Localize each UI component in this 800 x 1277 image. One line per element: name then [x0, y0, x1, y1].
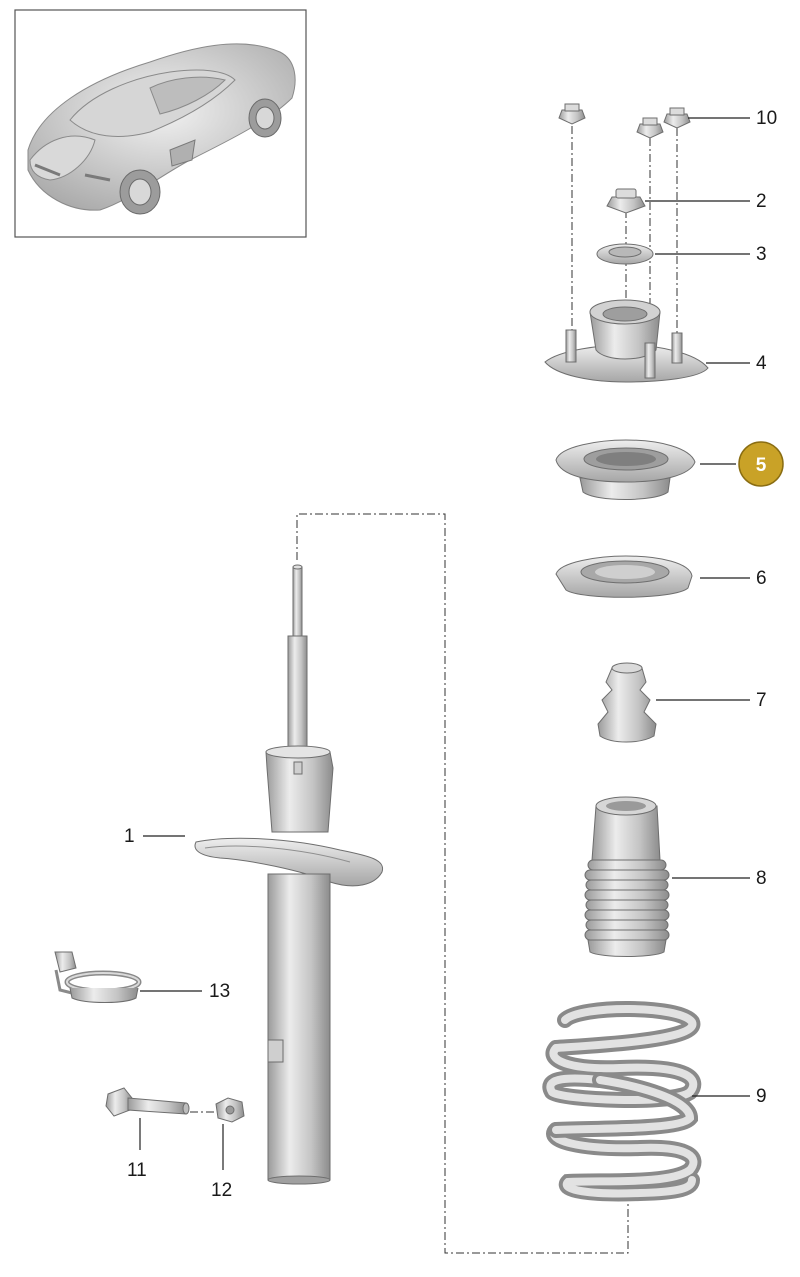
part-5-upper-spring-seat	[555, 439, 696, 500]
callout-5-highlight[interactable]: 5	[738, 441, 784, 487]
callout-3[interactable]: 3	[756, 244, 767, 265]
part-4-strut-mount	[544, 299, 709, 383]
part-12-nut	[215, 1097, 245, 1123]
callout-7[interactable]: 7	[756, 690, 767, 711]
callout-labels: 10 2 3 4 5 6 7 8 9 1 13 11 12	[124, 108, 784, 1201]
part-9-coil-spring	[542, 1001, 702, 1202]
vehicle-thumbnail	[14, 9, 307, 238]
part-10-nuts	[558, 103, 691, 139]
callout-6[interactable]: 6	[756, 568, 767, 589]
callout-12[interactable]: 12	[211, 1180, 232, 1201]
callout-2[interactable]: 2	[756, 191, 767, 212]
part-8-dust-boot	[584, 796, 670, 957]
callout-11[interactable]: 11	[127, 1160, 147, 1181]
part-6-mount-ring	[555, 555, 693, 598]
part-7-bump-stop	[597, 662, 657, 743]
part-2-nut	[606, 188, 646, 214]
part-11-bolt	[105, 1087, 190, 1117]
callout-8[interactable]: 8	[756, 868, 767, 889]
callout-9[interactable]: 9	[756, 1086, 767, 1107]
car-icon	[27, 43, 296, 215]
callout-10[interactable]: 10	[756, 108, 777, 129]
callout-13[interactable]: 13	[209, 981, 230, 1002]
part-3-washer	[596, 243, 654, 265]
callout-5[interactable]: 5	[756, 455, 767, 476]
leader-lines	[139, 117, 750, 1170]
callout-4[interactable]: 4	[756, 353, 767, 374]
callout-1[interactable]: 1	[124, 826, 135, 847]
part-13-clamp	[54, 951, 142, 1003]
part-1-shock-absorber	[194, 564, 384, 1185]
